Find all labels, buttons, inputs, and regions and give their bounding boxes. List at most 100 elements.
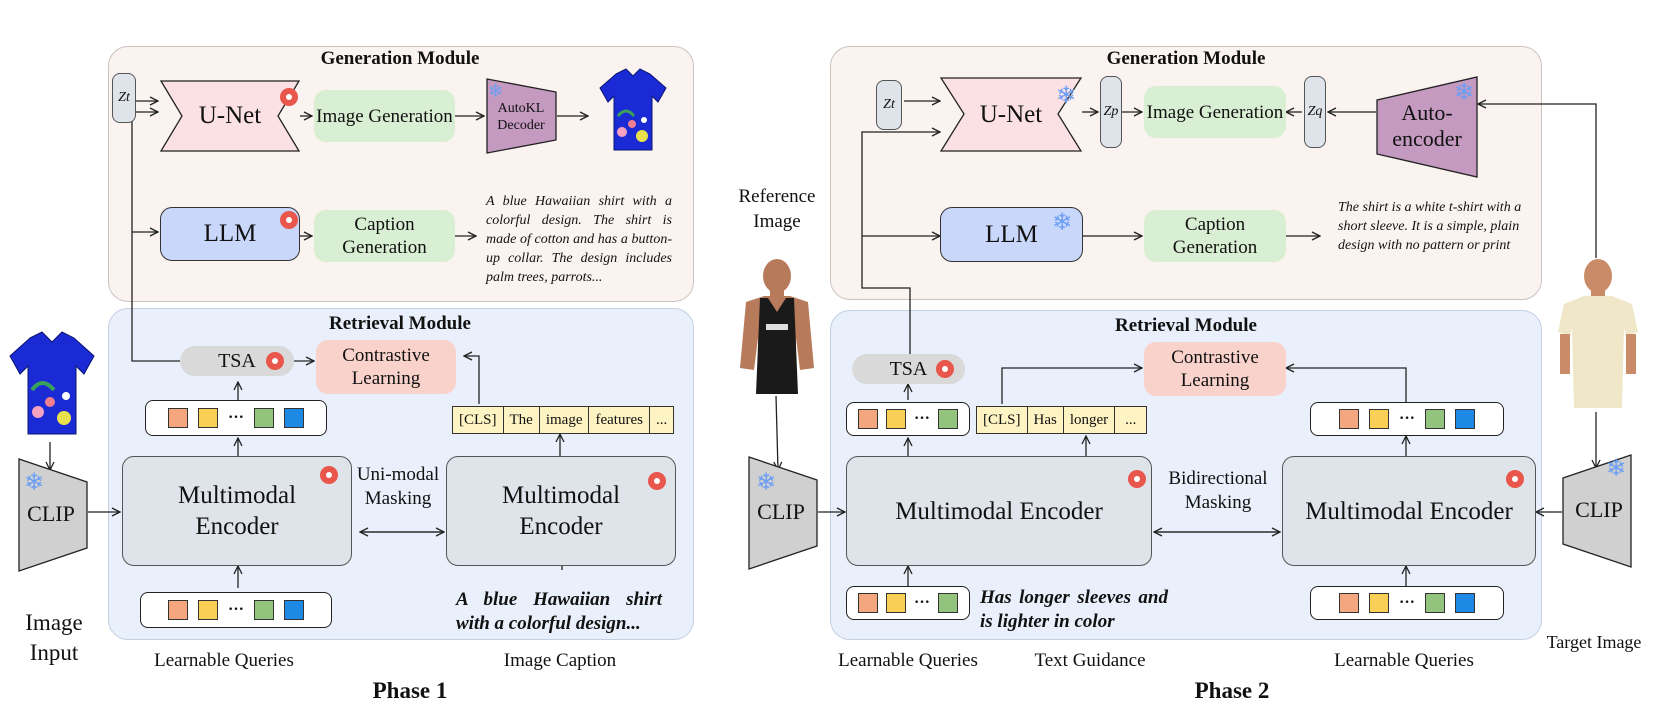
query-token xyxy=(284,600,304,620)
p1-clip-label: CLIP xyxy=(27,501,75,526)
query-token xyxy=(938,409,958,429)
query-token xyxy=(284,408,304,428)
p1-autokl-decoder: AutoKL Decoder ❄ xyxy=(486,78,557,154)
p2-generation-title: Generation Module xyxy=(1106,48,1266,69)
p1-unet: U-Net xyxy=(160,80,300,152)
p2-image-generation: Image Generation xyxy=(1144,86,1286,138)
fire-icon xyxy=(1506,470,1524,488)
p2-phase-title: Phase 2 xyxy=(1194,678,1270,703)
query-token xyxy=(167,600,188,620)
p2-generated-caption: The shirt is a white t-shirt with a shor… xyxy=(1338,200,1522,253)
p1-unet-label: U-Net xyxy=(198,102,262,129)
query-token xyxy=(938,593,958,613)
p2-clip-right-label: CLIP xyxy=(1575,497,1623,522)
clip-shape xyxy=(748,456,818,570)
p1-caption-generation: Caption Generation xyxy=(314,210,455,262)
query-token xyxy=(1368,593,1389,613)
shirt-image xyxy=(599,68,667,151)
p2-learnable-queries-left: ··· xyxy=(846,586,970,620)
query-token xyxy=(1455,409,1475,429)
query-token xyxy=(885,409,906,429)
ellipsis: ··· xyxy=(913,410,930,427)
fire-icon xyxy=(936,360,954,378)
p1-multimodal-encoder-right: Multimodal Encoder xyxy=(446,456,676,566)
p2-clip-left-encoder: CLIP ❄ xyxy=(748,456,818,570)
query-token xyxy=(197,600,218,620)
p2-caption-generation: Caption Generation xyxy=(1144,210,1286,262)
ellipsis: ··· xyxy=(1398,594,1415,611)
p2-llm: LLM xyxy=(940,207,1083,262)
query-token xyxy=(1425,593,1445,613)
query-token xyxy=(1425,409,1445,429)
snowflake-icon: ❄ xyxy=(1606,454,1627,482)
p1-retrieval-title: Retrieval Module xyxy=(329,313,471,334)
ellipsis: ··· xyxy=(913,594,930,611)
query-token xyxy=(857,593,878,613)
query-token xyxy=(1368,409,1389,429)
p1-generation-title: Generation Module xyxy=(320,48,480,69)
snowflake-icon: ❄ xyxy=(756,468,777,496)
fire-icon xyxy=(648,472,666,490)
token: longer xyxy=(1064,407,1116,433)
p2-zq-latent: Zq xyxy=(1304,76,1326,148)
p2-target-person-image xyxy=(1556,258,1640,408)
p1-zt-latent: Zt xyxy=(112,73,136,123)
p1-contrastive-learning: Contrastive Learning xyxy=(316,340,456,394)
unet-shape xyxy=(940,77,1082,152)
p2-zp-latent: Zp xyxy=(1100,76,1122,148)
fire-icon xyxy=(280,88,298,106)
p2-learnable-queries-right: ··· xyxy=(1310,586,1504,620)
p1-phase-title: Phase 1 xyxy=(372,678,448,703)
ellipsis: ··· xyxy=(227,409,244,426)
p1-clip-encoder: CLIP ❄ xyxy=(18,458,88,572)
ellipsis: ··· xyxy=(1398,410,1415,427)
query-token xyxy=(254,408,274,428)
token: [CLS] xyxy=(977,407,1028,433)
p1-caption-input: A blue Hawaiian shirt with a colorful de… xyxy=(456,589,662,634)
p1-text-tokens: [CLS] The image features ... xyxy=(452,406,675,434)
p2-unet: U-Net ❄ xyxy=(940,77,1082,152)
p1-image-generation: Image Generation xyxy=(314,90,455,142)
p2-query-tokens-top: ··· xyxy=(846,402,970,436)
token: [CLS] xyxy=(453,407,504,433)
clip-shape xyxy=(18,458,88,572)
p2-text-guidance-input: Has longer sleeves and is lighter in col… xyxy=(980,587,1168,632)
p1-llm: LLM xyxy=(160,207,300,261)
snowflake-icon: ❄ xyxy=(1052,208,1073,236)
p2-multimodal-encoder-right: Multimodal Encoder xyxy=(1282,456,1536,566)
token: features xyxy=(589,407,650,433)
p1-image-caption-label: Image Caption xyxy=(503,650,617,671)
p2-autoencoder: Auto-encoder ❄ xyxy=(1376,76,1478,178)
p2-clip-right-encoder: CLIP ❄ xyxy=(1562,454,1632,568)
fire-icon xyxy=(1128,470,1146,488)
query-token xyxy=(885,593,906,613)
decoder-shape xyxy=(486,78,557,154)
p2-learnable-queries-label-right: Learnable Queries xyxy=(1334,650,1474,671)
p1-image-input-label: Image Input xyxy=(25,610,83,665)
fire-icon xyxy=(320,466,338,484)
fire-icon xyxy=(266,352,284,370)
person-image xyxy=(1558,259,1638,408)
ellipsis: ··· xyxy=(227,601,244,618)
p1-uni-modal-masking: Uni-modal Masking xyxy=(356,464,440,509)
snowflake-icon: ❄ xyxy=(1056,81,1077,109)
p2-autoencoder-label: Auto-encoder xyxy=(1392,100,1462,151)
p2-zt-latent: Zt xyxy=(876,80,902,130)
token: ... xyxy=(1125,411,1137,428)
p2-text-guidance-label: Text Guidance xyxy=(1034,650,1146,671)
autoencoder-shape xyxy=(1376,76,1478,178)
p1-query-tokens-top: ··· xyxy=(145,400,327,436)
token: ... xyxy=(655,411,668,428)
p2-reference-person-image xyxy=(734,258,820,394)
token: image xyxy=(540,407,590,433)
query-token xyxy=(254,600,274,620)
person-image xyxy=(740,259,814,394)
query-token xyxy=(1338,409,1359,429)
unet-shape xyxy=(160,80,300,152)
p2-bidirectional-masking: Bidirectional Masking xyxy=(1168,468,1268,513)
snowflake-icon: ❄ xyxy=(488,81,504,102)
p1-generated-caption: A blue Hawaiian shirt with a colorful de… xyxy=(486,194,672,285)
fire-icon xyxy=(280,211,298,229)
p2-contrastive-learning: Contrastive Learning xyxy=(1144,342,1286,396)
query-token xyxy=(197,408,218,428)
